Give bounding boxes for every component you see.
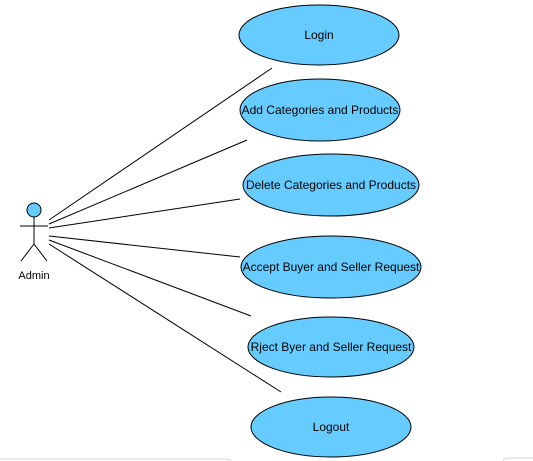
actor-admin[interactable]: Admin bbox=[18, 202, 50, 282]
actor-right-leg bbox=[33, 243, 48, 262]
page-edge-right bbox=[502, 457, 533, 461]
use-case-add-categories[interactable]: Add Categories and Products bbox=[239, 78, 401, 142]
association-add-categories bbox=[48, 139, 248, 225]
association-logout bbox=[48, 243, 282, 393]
association-delete-categories bbox=[48, 198, 241, 229]
use-case-reject-request[interactable]: Rject Byer and Seller Request bbox=[247, 316, 415, 378]
use-case-login[interactable]: Login bbox=[238, 4, 400, 66]
use-case-logout[interactable]: Logout bbox=[250, 396, 412, 458]
use-case-label: Accept Buyer and Seller Request bbox=[243, 260, 420, 274]
use-case-label: Delete Categories and Products bbox=[246, 178, 416, 192]
actor-head bbox=[26, 202, 42, 218]
associations bbox=[48, 67, 282, 393]
use-case-ellipse bbox=[240, 235, 422, 299]
actor-label: Admin bbox=[18, 270, 49, 282]
use-case-label: Login bbox=[304, 28, 333, 42]
use-case-label: Add Categories and Products bbox=[242, 103, 399, 117]
use-case-ellipse bbox=[238, 4, 400, 66]
use-case-delete-categories[interactable]: Delete Categories and Products bbox=[242, 153, 420, 217]
use-case-label: Rject Byer and Seller Request bbox=[251, 340, 412, 354]
association-accept-request bbox=[48, 235, 241, 258]
use-case-ellipse bbox=[239, 78, 401, 142]
association-login bbox=[48, 67, 273, 221]
actor-left-leg bbox=[20, 243, 35, 262]
use-case-accept-request[interactable]: Accept Buyer and Seller Request bbox=[240, 235, 422, 299]
use-case-label: Logout bbox=[313, 420, 350, 434]
use-case-ellipse bbox=[242, 153, 420, 217]
association-reject-request bbox=[48, 239, 252, 317]
use-case-ellipse bbox=[250, 396, 412, 458]
use-case-ellipse bbox=[247, 316, 415, 378]
